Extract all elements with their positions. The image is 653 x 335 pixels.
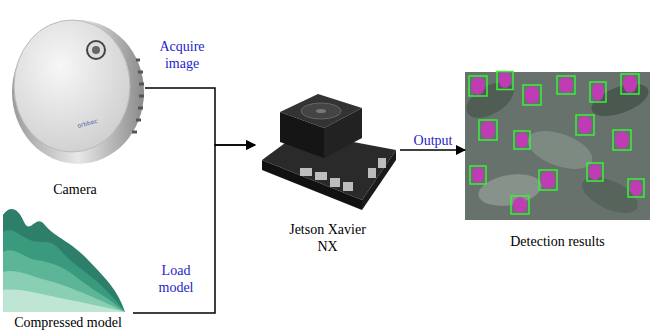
edge-label: Output xyxy=(404,132,462,149)
caption: Compressed model xyxy=(3,314,133,331)
caption: Camera xyxy=(5,181,145,198)
edge-label: Acquire image xyxy=(150,38,214,72)
detection-photo xyxy=(460,72,652,221)
camera-picture: orbbec xyxy=(12,20,144,164)
camera-node: Camera xyxy=(5,5,145,198)
jetson-node: Jetson Xavier NX xyxy=(255,85,400,255)
caption: Detection results xyxy=(465,233,650,250)
connector xyxy=(400,149,465,151)
edge-label: Load model xyxy=(146,262,206,296)
model-node: Compressed model xyxy=(3,200,133,331)
model-ridge-plot xyxy=(3,209,125,312)
caption: Jetson Xavier NX xyxy=(283,221,373,255)
connector xyxy=(133,145,255,313)
connector xyxy=(145,88,255,145)
results-node: Detection results xyxy=(465,72,650,250)
svg-text:orbbec: orbbec xyxy=(76,117,98,129)
jetson-board-picture xyxy=(262,94,396,210)
